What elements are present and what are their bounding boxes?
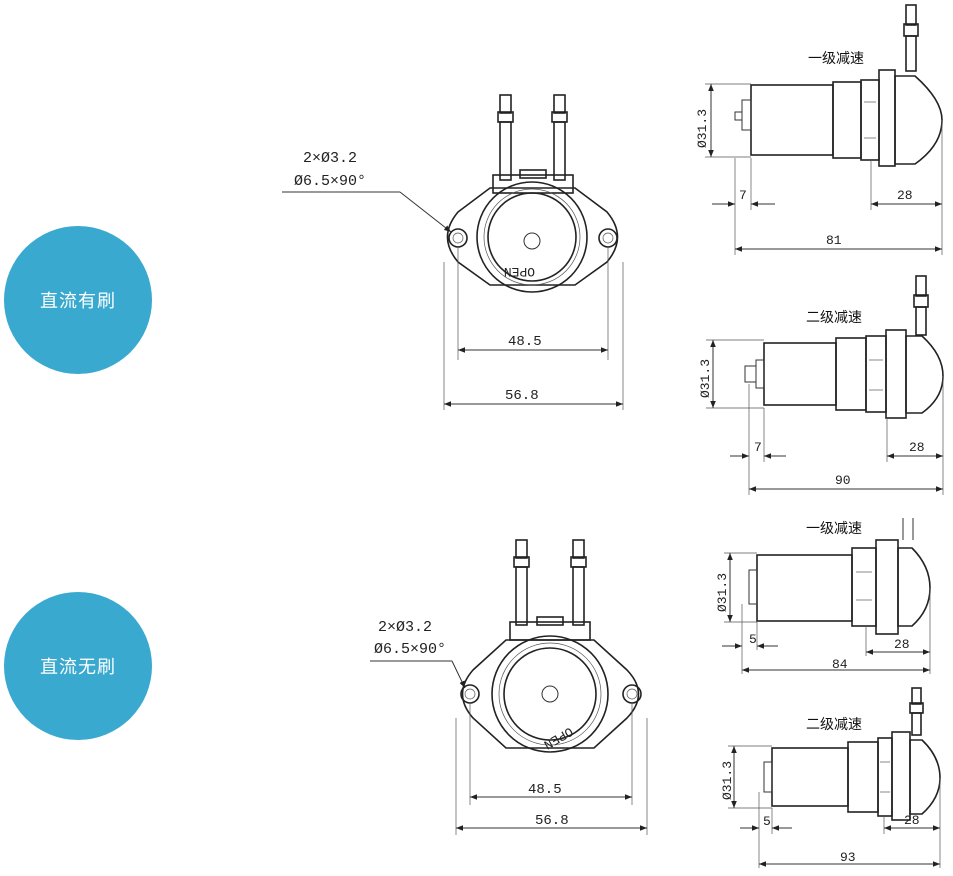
dim-diameter: Ø31.3 (720, 761, 735, 800)
dim-diameter: Ø31.3 (695, 109, 710, 148)
mounting-flange (461, 639, 640, 749)
motor-body (756, 554, 853, 622)
dim-total-length: 81 (826, 233, 842, 248)
gearbox (847, 741, 879, 813)
gearbox (851, 547, 877, 627)
side-view-brushless-single-stage: 一级减速 Ø31.3 5 28 84 (715, 518, 931, 674)
dim-head-depth: 28 (897, 188, 913, 203)
open-label: OPEN (504, 264, 535, 279)
dim-shaft-offset: 5 (763, 814, 771, 829)
gearbox (835, 337, 867, 411)
dim-total-length: 90 (835, 473, 851, 488)
hole-note-line1: 2×Ø3.2 (303, 150, 357, 167)
side-view-caption: 一级减速 (808, 51, 864, 67)
pump-housing-circle (476, 181, 588, 293)
pump-head (875, 539, 899, 635)
section-label: 直流有刷 (40, 291, 116, 312)
tube-right (570, 539, 587, 626)
tube-left (497, 94, 514, 181)
dim-hole-spacing: 48.5 (528, 782, 562, 798)
side-view-caption: 二级减速 (806, 717, 862, 733)
mount-hole-right (598, 228, 618, 248)
section-label: 直流无刷 (40, 657, 116, 678)
tube-left (513, 539, 530, 626)
gearbox (832, 81, 862, 159)
mounting-flange (446, 187, 619, 286)
side-view-brushed-double-stage: 二级减速 Ø31.3 7 28 (698, 275, 944, 495)
dim-head-depth: 28 (894, 637, 910, 652)
pump-head (878, 69, 896, 167)
front-view-brushless: OPEN 2×Ø3.2 Ø6.5×90° 48.5 56.8 (370, 539, 648, 835)
dim-hole-spacing: 48.5 (508, 334, 542, 350)
side-view-caption: 二级减速 (806, 310, 862, 326)
dim-total-length: 93 (840, 850, 856, 865)
section-badge-brushless: 直流无刷 (4, 592, 152, 740)
motor-body (763, 342, 837, 406)
hole-note-line2: Ø6.5×90° (294, 173, 366, 190)
motor-body (771, 747, 849, 807)
dim-diameter: Ø31.3 (715, 573, 730, 612)
hole-note-line2: Ø6.5×90° (374, 641, 446, 658)
dim-overall-width: 56.8 (535, 813, 569, 829)
tube-right (551, 94, 568, 181)
side-view-caption: 一级减速 (806, 521, 862, 537)
pump-head (891, 731, 911, 821)
side-view-brushless-double-stage: 二级减速 Ø31.3 5 28 93 (720, 687, 941, 868)
dim-total-length: 84 (832, 657, 848, 672)
motor-body (750, 84, 834, 156)
mount-hole-left (460, 684, 480, 704)
dim-overall-width: 56.8 (505, 388, 539, 404)
dim-diameter: Ø31.3 (698, 359, 713, 398)
dim-head-depth: 28 (909, 440, 925, 455)
front-view-brushed: OPEN 2×Ø3.2 Ø6.5×90° 48.5 56.8 (282, 94, 624, 410)
mount-hole-left (448, 228, 468, 248)
dim-shaft-offset: 7 (754, 440, 762, 455)
pump-housing-circle (491, 635, 609, 753)
hole-note-line1: 2×Ø3.2 (378, 619, 432, 636)
rotor-logo-icon (541, 685, 559, 703)
dim-shaft-offset: 5 (749, 632, 757, 647)
dim-shaft-offset: 7 (739, 188, 747, 203)
side-view-brushed-single-stage: 一级减速 Ø31.3 7 (695, 4, 943, 255)
dim-head-depth: 28 (904, 813, 920, 828)
rotor-logo-icon (523, 232, 541, 250)
pump-head (885, 329, 907, 419)
section-badge-brushed: 直流有刷 (4, 226, 152, 374)
